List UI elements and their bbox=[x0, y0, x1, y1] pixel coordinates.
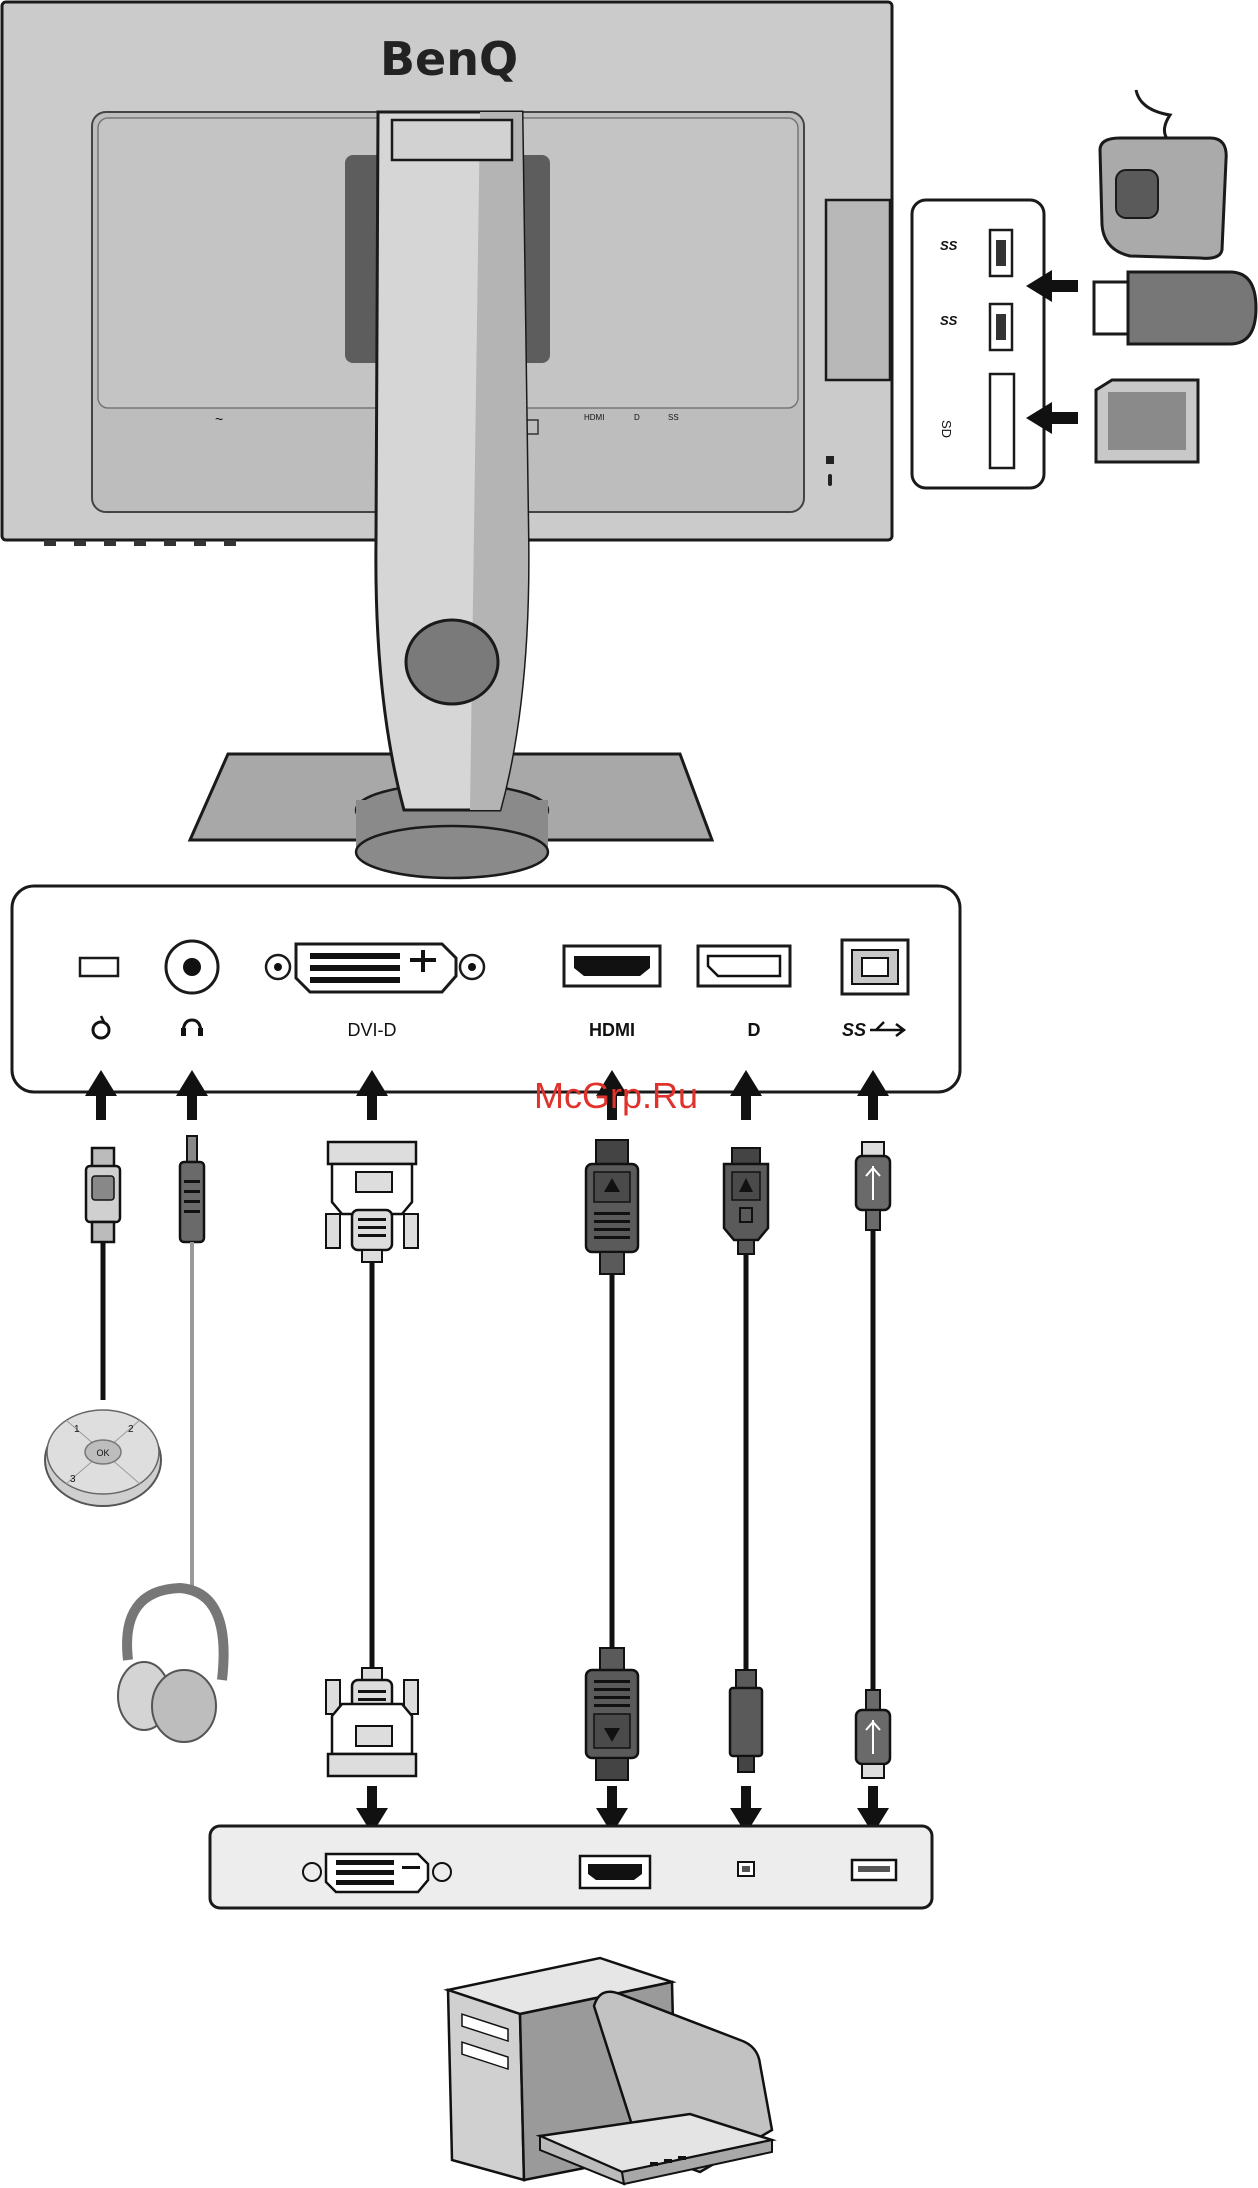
dp-label: D bbox=[748, 1020, 761, 1040]
controller-cable bbox=[86, 1148, 120, 1400]
pc-hdmi-port bbox=[580, 1856, 650, 1888]
pc-usb-port bbox=[852, 1860, 896, 1880]
hdmi-cable bbox=[586, 1140, 638, 1780]
pc-port-panel bbox=[210, 1826, 932, 1908]
osd-controller: OK 1 2 3 bbox=[45, 1410, 161, 1506]
svg-text:D: D bbox=[634, 413, 640, 422]
brand-logo: BenQ bbox=[380, 32, 518, 86]
side-port-panel: SS SS SD bbox=[912, 200, 1044, 488]
headphones bbox=[118, 1588, 224, 1742]
svg-text:3: 3 bbox=[70, 1474, 76, 1485]
dvi-cable bbox=[326, 1142, 418, 1776]
sd-card bbox=[1096, 380, 1198, 462]
watermark: McGrp.Ru bbox=[534, 1075, 698, 1116]
svg-text:2: 2 bbox=[128, 1424, 134, 1435]
svg-text:HDMI: HDMI bbox=[584, 413, 604, 422]
displayport-cable bbox=[724, 1148, 768, 1772]
usb-label-1: SS bbox=[940, 238, 958, 253]
svg-text:~: ~ bbox=[215, 411, 223, 427]
usb-label-2: SS bbox=[940, 313, 958, 328]
svg-text:SS: SS bbox=[842, 1020, 866, 1040]
svg-text:OK: OK bbox=[96, 1448, 109, 1458]
hdmi-label: HDMI bbox=[589, 1020, 635, 1040]
usb-flash-drive bbox=[1094, 272, 1256, 344]
sd-label: SD bbox=[939, 420, 954, 438]
rear-port-panel: DVI-D HDMI D SS bbox=[12, 886, 960, 1092]
svg-text:SS: SS bbox=[668, 413, 679, 422]
svg-text:1: 1 bbox=[74, 1424, 80, 1435]
webcam-device bbox=[1100, 90, 1226, 258]
pc-minidp-port bbox=[738, 1862, 754, 1876]
usb-cable bbox=[856, 1142, 890, 1778]
headphone-cable bbox=[180, 1136, 204, 1590]
dvi-label: DVI-D bbox=[348, 1020, 397, 1040]
